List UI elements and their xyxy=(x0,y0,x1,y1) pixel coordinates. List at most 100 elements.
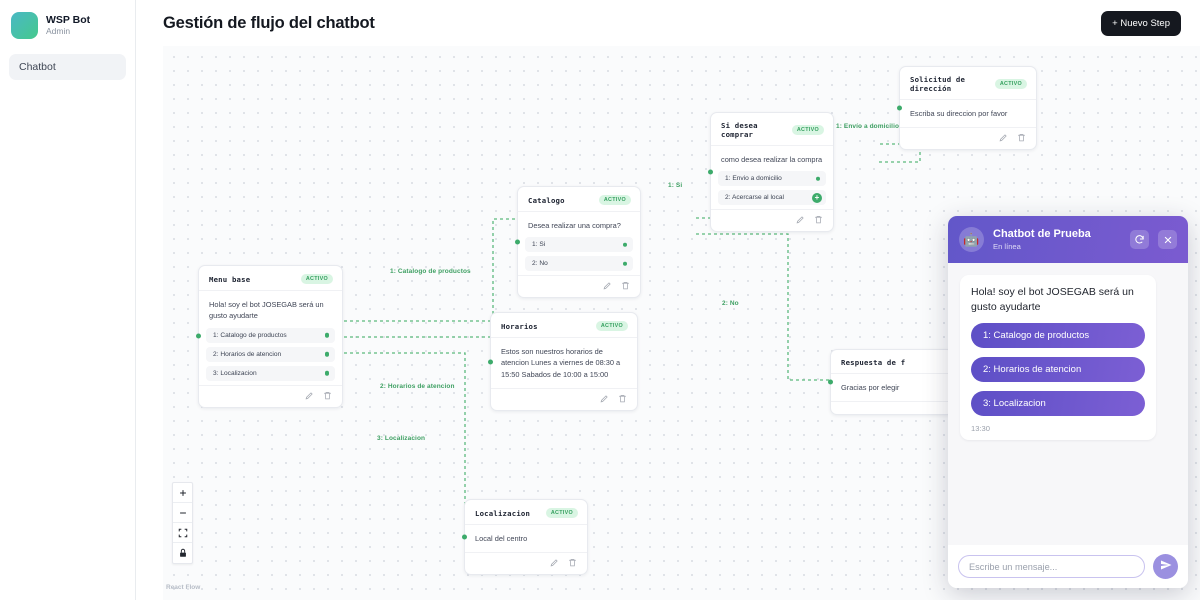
quick-reply-1[interactable]: 1: Catalogo de productos xyxy=(971,323,1145,349)
node-option[interactable]: 1: Envio a domicilio xyxy=(718,171,826,187)
node-footer xyxy=(711,209,833,231)
sidebar-item-chatbot[interactable]: Chatbot xyxy=(9,54,126,80)
sidebar: WSP Bot Admin Chatbot xyxy=(0,0,136,600)
node-title: Localizacion xyxy=(475,508,531,518)
node-title: Catalogo xyxy=(528,195,565,205)
node-handle-target[interactable] xyxy=(708,169,713,175)
chat-widget: 🤖 Chatbot de Prueba En línea Hola! soy e… xyxy=(948,216,1188,588)
quick-reply-2[interactable]: 2: Horarios de atencion xyxy=(971,357,1145,383)
delete-icon[interactable] xyxy=(814,215,823,224)
node-options: 1: Si 2: No xyxy=(518,235,640,272)
quick-reply-3[interactable]: 3: Localizacion xyxy=(971,391,1145,417)
edit-icon[interactable] xyxy=(603,281,612,290)
node-handle-target[interactable] xyxy=(515,239,520,245)
zoom-in-icon[interactable] xyxy=(173,483,192,503)
node-option[interactable]: 2: Horarios de atencion xyxy=(206,346,335,362)
edit-icon[interactable] xyxy=(550,558,559,567)
node-option-label: 1: Envio a domicilio xyxy=(725,175,782,183)
option-handle-dot[interactable] xyxy=(324,352,329,357)
edit-icon[interactable] xyxy=(796,215,805,224)
node-title: Respuesta de f xyxy=(841,358,906,367)
delete-icon[interactable] xyxy=(568,558,577,567)
edit-icon[interactable] xyxy=(999,133,1008,142)
delete-icon[interactable] xyxy=(618,394,627,403)
option-handle-dot[interactable] xyxy=(815,176,820,182)
node-handle-target[interactable] xyxy=(462,534,467,540)
node-option[interactable]: 3: Localizacion xyxy=(206,365,335,381)
node-message-wrap: Hola! soy el bot JOSEGAB será un gusto a… xyxy=(199,291,342,326)
lock-icon[interactable] xyxy=(173,543,192,563)
zoom-out-icon[interactable] xyxy=(173,503,192,523)
node-header: Localizacion ACTIVO xyxy=(465,500,587,525)
node-header: Si desea comprar ACTIVO xyxy=(711,113,833,146)
node-message-wrap: Local del centro xyxy=(465,525,587,548)
chat-message-input[interactable] xyxy=(958,555,1145,578)
add-step-button[interactable]: + Nuevo Step xyxy=(1101,10,1181,36)
fit-view-icon[interactable] xyxy=(173,523,192,543)
node-footer xyxy=(491,388,637,410)
option-handle-dot[interactable] xyxy=(622,261,627,267)
node-message: Escriba su direccion por favor xyxy=(910,109,1008,118)
node-footer xyxy=(518,275,640,297)
node-options: 1: Catalogo de productos 2: Horarios de … xyxy=(199,326,342,381)
chat-bubble-bot: Hola! soy el bot JOSEGAB será un gusto a… xyxy=(960,275,1156,441)
edge-label-3: 3: Localizacion xyxy=(377,435,426,442)
chat-composer xyxy=(948,545,1188,588)
node-message-wrap: Escriba su direccion por favor xyxy=(900,100,1036,123)
node-handle-target[interactable] xyxy=(828,379,833,385)
node-footer xyxy=(199,384,342,407)
node-header: Horarios ACTIVO xyxy=(491,313,637,338)
page-title: Gestión de flujo del chatbot xyxy=(163,13,375,32)
close-icon[interactable] xyxy=(1158,230,1177,249)
delete-icon[interactable] xyxy=(1017,133,1026,142)
send-button[interactable] xyxy=(1153,554,1178,579)
option-handle-dot[interactable] xyxy=(324,371,329,376)
node-header: Solicitud de dirección ACTIVO xyxy=(900,67,1036,100)
flow-node-si-desea-comprar[interactable]: Si desea comprar ACTIVO como desea reali… xyxy=(708,112,834,233)
node-handle-target[interactable] xyxy=(897,105,902,111)
node-option-label: 1: Catalogo de productos xyxy=(213,331,287,339)
delete-icon[interactable] xyxy=(621,281,630,290)
node-message: como desea realizar la compra xyxy=(721,155,823,164)
flow-controls xyxy=(172,482,193,564)
edge-label-2: 2: Horarios de atencion xyxy=(380,383,455,390)
sidebar-nav: Chatbot xyxy=(9,54,126,80)
send-icon xyxy=(1160,559,1172,574)
node-message: Gracias por elegir xyxy=(841,383,900,392)
node-option[interactable]: 2: Acercarse al local + xyxy=(718,190,826,206)
node-handle-target[interactable] xyxy=(196,333,201,339)
node-handle-target[interactable] xyxy=(488,359,493,365)
edge-label-5: 2: No xyxy=(722,300,739,307)
flow-node-localizacion[interactable]: Localizacion ACTIVO Local del centro xyxy=(462,499,588,576)
flow-node-menu-base[interactable]: Menu base ACTIVO Hola! soy el bot JOSEGA… xyxy=(196,265,343,408)
edit-icon[interactable] xyxy=(600,394,609,403)
node-options: 1: Envio a domicilio 2: Acercarse al loc… xyxy=(711,169,833,206)
edit-icon[interactable] xyxy=(305,391,314,400)
flow-node-respuesta-final[interactable]: Respuesta de f Gracias por elegir xyxy=(828,349,954,416)
delete-icon[interactable] xyxy=(323,391,332,400)
flow-node-catalogo[interactable]: Catalogo ACTIVO Desea realizar una compr… xyxy=(515,186,641,299)
flow-node-horarios[interactable]: Horarios ACTIVO Estos son nuestros horar… xyxy=(488,312,638,412)
chat-status: En línea xyxy=(993,241,1021,251)
node-message-wrap: Estos son nuestros horarios de atencion … xyxy=(491,338,637,384)
node-message-wrap: Desea realizar una compra? xyxy=(518,212,640,235)
option-handle-dot[interactable] xyxy=(324,333,329,338)
node-option-label: 2: Horarios de atencion xyxy=(213,350,282,358)
add-option-icon[interactable]: + xyxy=(812,192,822,203)
node-footer xyxy=(831,401,953,414)
node-header: Menu base ACTIVO xyxy=(199,266,342,291)
option-handle-dot[interactable] xyxy=(622,242,627,248)
refresh-icon[interactable] xyxy=(1130,230,1149,249)
node-option[interactable]: 2: No xyxy=(525,256,633,272)
node-message: Local del centro xyxy=(475,534,528,543)
status-badge: ACTIVO xyxy=(598,195,631,205)
chat-identity: Chatbot de Prueba En línea xyxy=(993,228,1121,251)
flow-node-solicitud-direccion[interactable]: Solicitud de dirección ACTIVO Escriba su… xyxy=(897,66,1037,151)
status-badge: ACTIVO xyxy=(791,125,824,135)
node-option[interactable]: 1: Catalogo de productos xyxy=(206,327,335,343)
node-option[interactable]: 1: Si xyxy=(525,237,633,253)
node-message: Estos son nuestros horarios de atencion … xyxy=(501,347,621,379)
brand-text: WSP Bot Admin xyxy=(46,14,90,37)
node-header: Catalogo ACTIVO xyxy=(518,187,640,212)
